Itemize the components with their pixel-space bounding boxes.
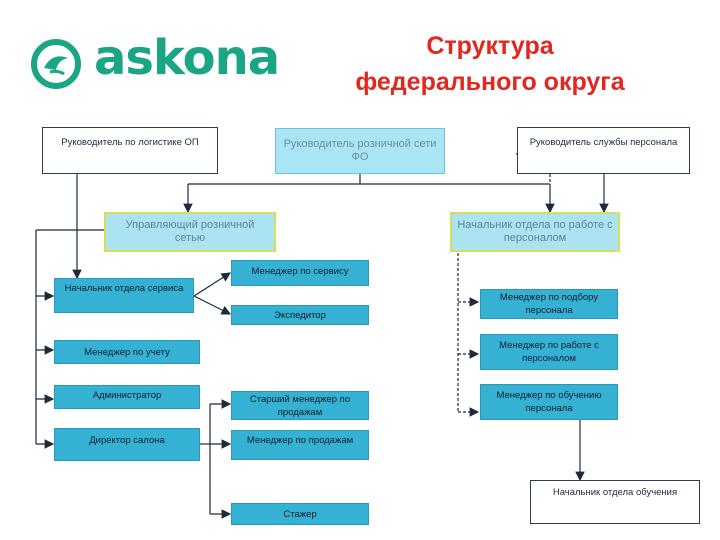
- node-retail-head: Руководитель розничной сети ФО: [275, 128, 445, 174]
- node-service-manager: Менеджер по сервису: [231, 260, 369, 286]
- node-salon-director: Директор салона: [54, 428, 200, 461]
- title-line-2: федерального округа: [355, 68, 625, 96]
- node-recruitment-manager: Менеджер по подбору персонала: [480, 289, 618, 319]
- node-intern: Стажер: [231, 503, 369, 525]
- page-title: Структура федерального округа: [300, 28, 680, 100]
- node-hr-dept-head: Начальник отдела по работе с персоналом: [450, 212, 620, 252]
- node-training-dept-head: Начальник отдела обучения: [530, 480, 700, 524]
- node-forwarder: Экспедитор: [231, 305, 369, 325]
- askona-logo-text: askona: [94, 30, 280, 86]
- node-retail-manager: Управляющий розничной сетью: [104, 212, 276, 252]
- node-hr-manager: Менеджер по работе с персоналом: [480, 334, 618, 370]
- node-administrator: Администратор: [54, 385, 200, 409]
- node-logistics-head: Руководитель по логистике ОП: [42, 127, 218, 174]
- askona-logo: askona: [28, 30, 280, 90]
- node-training-manager: Менеджер по обучению персонала: [480, 384, 618, 420]
- node-senior-sales-manager: Старший менеджер по продажам: [231, 391, 369, 420]
- title-line-1: Структура: [426, 32, 554, 60]
- node-sales-manager: Менеджер по продажам: [231, 430, 369, 460]
- askona-logo-icon: [31, 39, 81, 89]
- node-accounting-manager: Менеджер по учету: [54, 340, 200, 364]
- node-service-dept-head: Начальник отдела сервиса: [54, 278, 194, 313]
- node-hr-head: Руководитель службы персонала: [517, 127, 690, 174]
